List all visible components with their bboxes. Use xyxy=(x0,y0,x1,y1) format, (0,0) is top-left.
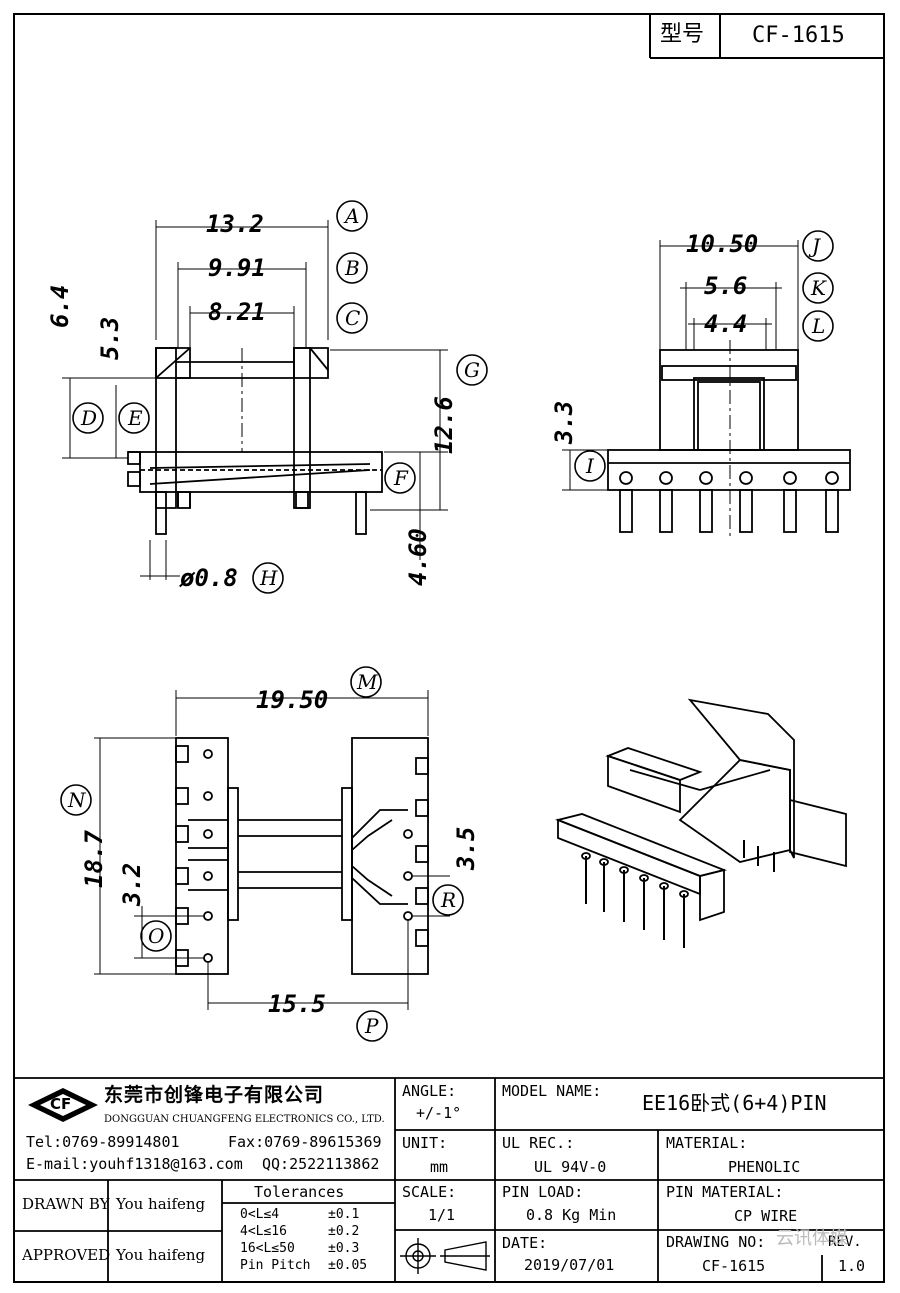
approved-label: APPROVED xyxy=(22,1246,111,1264)
angle-value: +/-1° xyxy=(416,1104,462,1122)
company-fax: Fax:0769-89615369 xyxy=(228,1133,382,1151)
callout-r: R xyxy=(441,888,457,912)
dim-a: 13.2 xyxy=(206,210,264,238)
tolerances-title: Tolerances xyxy=(254,1183,345,1201)
callout-b: B xyxy=(345,256,360,280)
dim-o: 3.2 xyxy=(118,862,146,906)
company-tel: Tel:0769-89914801 xyxy=(26,1133,180,1151)
approved-value: You haifeng xyxy=(116,1246,206,1264)
dim-r: 3.5 xyxy=(452,826,480,870)
callout-n: N xyxy=(68,788,86,812)
scale-label: SCALE: xyxy=(402,1183,457,1201)
drawing-no-label: DRAWING NO: xyxy=(666,1233,766,1251)
pin-material-label: PIN MATERIAL: xyxy=(666,1183,784,1201)
callout-f: F xyxy=(394,466,408,490)
isometric-view xyxy=(555,698,847,948)
callout-p: P xyxy=(365,1014,379,1038)
tolerances-list: 0<L≤4 ±0.1 4<L≤16 ±0.2 16<L≤50 ±0.3 Pin … xyxy=(240,1208,390,1276)
date-value: 2019/07/01 xyxy=(524,1256,615,1274)
dim-f: 4.60 xyxy=(404,528,432,586)
title-block-lines xyxy=(14,1077,884,1282)
unit-value: mm xyxy=(430,1158,449,1176)
callout-m: M xyxy=(357,670,378,694)
dim-b: 9.91 xyxy=(208,254,266,282)
model-value: CF-1615 xyxy=(752,23,845,48)
material-label: MATERIAL: xyxy=(666,1134,748,1152)
ul-label: UL REC.: xyxy=(502,1134,575,1152)
ul-value: UL 94V-0 xyxy=(534,1158,607,1176)
callout-i: I xyxy=(586,454,594,478)
callout-a: A xyxy=(345,204,360,228)
dim-k: 5.6 xyxy=(704,272,748,300)
dim-l: 4.4 xyxy=(704,310,748,338)
dim-j: 10.50 xyxy=(686,230,759,258)
callout-d: D xyxy=(81,406,98,430)
tolerance-range: Pin Pitch xyxy=(240,1258,311,1273)
watermark: 云讯体媒 xyxy=(776,1228,848,1249)
scale-value: 1/1 xyxy=(428,1206,456,1224)
date-label: DATE: xyxy=(502,1234,548,1252)
pin-load-label: PIN LOAD: xyxy=(502,1183,584,1201)
callout-h: H xyxy=(260,566,278,590)
model-label: 型号 xyxy=(660,22,705,47)
tolerance-value: ±0.3 xyxy=(328,1241,360,1256)
dim-n: 18.7 xyxy=(80,830,108,888)
tolerance-range: 0<L≤4 xyxy=(240,1207,280,1222)
dim-5-3: 5.3 xyxy=(96,316,124,360)
drawn-by-label: DRAWN BY xyxy=(22,1195,110,1213)
tolerance-row: 16<L≤50 ±0.3 xyxy=(240,1242,390,1259)
company-email: E-mail:youhf1318@163.com xyxy=(26,1155,243,1173)
tolerance-range: 4<L≤16 xyxy=(240,1224,287,1239)
header-box xyxy=(649,14,884,59)
model-name-value: EE16卧式(6+4)PIN xyxy=(642,1091,827,1115)
side-view xyxy=(562,240,851,540)
tolerance-value: ±0.2 xyxy=(328,1224,360,1239)
projection-symbol-icon xyxy=(400,1238,490,1274)
dim-g: 12.6 xyxy=(430,396,458,454)
angle-label: ANGLE: xyxy=(402,1082,457,1100)
dim-p: 15.5 xyxy=(268,990,326,1018)
callout-j: J xyxy=(812,234,821,258)
front-view xyxy=(62,220,448,580)
company-logo-icon xyxy=(28,1088,98,1122)
rev-value: 1.0 xyxy=(838,1257,866,1275)
bottom-view xyxy=(94,690,450,1010)
unit-label: UNIT: xyxy=(402,1134,448,1152)
model-name-label: MODEL NAME: xyxy=(502,1082,602,1100)
tolerance-row: 4<L≤16 ±0.2 xyxy=(240,1225,390,1242)
dim-h: ø0.8 xyxy=(180,564,238,592)
dim-6-4: 6.4 xyxy=(46,284,74,328)
drawn-by-value: You haifeng xyxy=(116,1195,206,1213)
material-value: PHENOLIC xyxy=(728,1158,801,1176)
rev-label: REV. xyxy=(828,1234,862,1250)
drawing-no-value: CF-1615 xyxy=(702,1257,766,1275)
company-name-en: DONGGUAN CHUANGFENG ELECTRONICS CO., LTD… xyxy=(104,1114,385,1125)
outer-frame xyxy=(13,13,885,1283)
tolerance-row: 0<L≤4 ±0.1 xyxy=(240,1208,390,1225)
callout-g: G xyxy=(464,358,480,382)
tolerance-value: ±0.1 xyxy=(328,1207,360,1222)
callout-k: K xyxy=(811,276,826,300)
company-name-cn: 东莞市创锋电子有限公司 xyxy=(104,1084,325,1106)
callout-c: C xyxy=(345,306,361,330)
callout-o: O xyxy=(148,924,165,948)
callout-l: L xyxy=(812,314,826,338)
tolerance-value: ±0.05 xyxy=(328,1258,368,1273)
callout-e: E xyxy=(128,406,143,430)
callout-circles xyxy=(60,200,834,1042)
dim-m: 19.50 xyxy=(256,686,329,714)
pin-load-value: 0.8 Kg Min xyxy=(526,1206,617,1224)
tolerance-row: Pin Pitch ±0.05 xyxy=(240,1259,390,1276)
dim-c: 8.21 xyxy=(208,298,266,326)
company-logo-text: CF xyxy=(50,1095,72,1113)
pin-material-value: CP WIRE xyxy=(734,1207,798,1225)
tolerance-range: 16<L≤50 xyxy=(240,1241,295,1256)
company-qq: QQ:2522113862 xyxy=(262,1155,380,1173)
dim-i: 3.3 xyxy=(550,400,578,444)
